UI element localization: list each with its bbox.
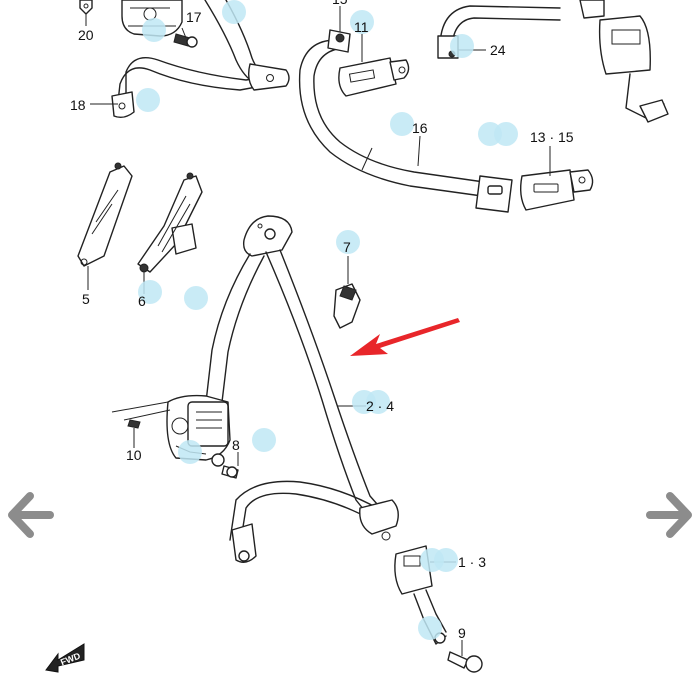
hotspot-marker[interactable] — [390, 112, 414, 136]
hotspot-marker[interactable] — [494, 122, 518, 146]
callout-10[interactable]: 10 — [126, 447, 142, 463]
callout-7[interactable]: 7 — [343, 239, 351, 255]
callout-24[interactable]: 24 — [490, 42, 506, 58]
upper-left-belt-assembly — [79, 0, 290, 119]
arrow-left-icon[interactable] — [6, 490, 56, 540]
hotspots — [136, 0, 518, 640]
front-seat-belt — [111, 215, 483, 673]
callout-15[interactable]: 15 — [332, 0, 348, 7]
hotspot-marker[interactable] — [142, 18, 166, 42]
callout-17[interactable]: 17 — [186, 9, 202, 25]
hotspot-marker[interactable] — [336, 230, 360, 254]
callout-1-3[interactable]: 1 · 3 — [458, 554, 486, 570]
side-brackets — [77, 162, 203, 273]
callout-20[interactable]: 20 — [78, 27, 94, 43]
hotspot-marker[interactable] — [350, 10, 374, 34]
callout-18[interactable]: 18 — [70, 97, 86, 113]
red-pointer-arrow — [350, 318, 460, 356]
upper-right-belt-assembly — [298, 0, 669, 213]
hotspot-marker[interactable] — [434, 548, 458, 572]
callout-6[interactable]: 6 — [138, 293, 146, 309]
callout-13-15[interactable]: 13 · 15 — [530, 129, 574, 145]
callout-2-4[interactable]: 2 · 4 — [366, 398, 394, 414]
hotspot-marker[interactable] — [178, 440, 202, 464]
forward-direction-icon: FWD — [45, 643, 85, 673]
hotspot-marker[interactable] — [418, 616, 442, 640]
callout-16[interactable]: 16 — [412, 120, 428, 136]
callout-9[interactable]: 9 — [458, 625, 466, 641]
callout-8[interactable]: 8 — [232, 437, 240, 453]
fwd-label: FWD — [59, 650, 82, 667]
callout-5[interactable]: 5 — [82, 291, 90, 307]
hotspot-marker[interactable] — [450, 34, 474, 58]
callout-11[interactable]: 11 — [354, 19, 369, 35]
hotspot-marker[interactable] — [184, 286, 208, 310]
hotspot-marker[interactable] — [222, 0, 246, 24]
arrow-right-icon[interactable] — [644, 490, 694, 540]
hotspot-marker[interactable] — [138, 280, 162, 304]
hotspot-marker[interactable] — [136, 88, 160, 112]
callout-labels: 20 17 18 15 11 24 16 13 · 15 5 6 7 2 · 4… — [70, 0, 574, 641]
hotspot-marker[interactable] — [252, 428, 276, 452]
hotspot-marker[interactable] — [366, 390, 390, 414]
